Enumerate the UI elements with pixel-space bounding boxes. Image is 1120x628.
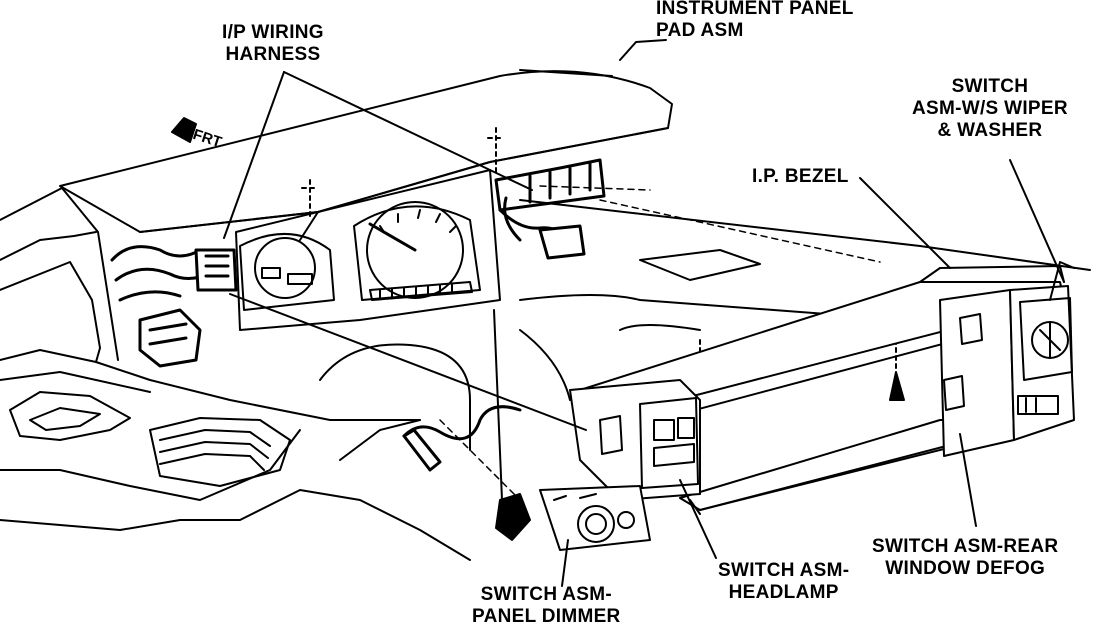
right-dash-surface [519,199,1091,401]
label-panel-dimmer-switch: SWITCH ASM- PANEL DIMMER [472,584,621,628]
label-ip-wiring-harness: I/P WIRING HARNESS [222,22,324,66]
label-headlamp-switch: SWITCH ASM- HEADLAMP [718,560,849,604]
dimmer-wire [402,405,522,472]
label-line: ASM-W/S WIPER [912,98,1068,119]
center-harness-connectors [494,158,606,260]
label-wiper-switch: SWITCH ASM-W/S WIPER & WASHER [912,76,1068,142]
label-line: I/P WIRING [222,22,324,43]
label-line: HEADLAMP [728,582,839,603]
label-line: PAD ASM [656,20,744,41]
label-line: & WASHER [937,120,1043,141]
label-line: WINDOW DEFOG [885,558,1046,579]
label-line: HARNESS [225,44,321,65]
label-line: SWITCH ASM- [480,584,612,605]
instrument-panel-pad [59,70,673,241]
label-line: I.P. BEZEL [752,166,849,187]
label-instrument-panel-pad: INSTRUMENT PANEL PAD ASM [656,0,854,42]
label-ip-bezel: I.P. BEZEL [752,166,849,188]
label-line: INSTRUMENT PANEL [656,0,854,19]
label-line: SWITCH [951,76,1029,97]
label-line: SWITCH ASM-REAR [872,536,1059,557]
front-arrow-icon [171,117,197,143]
instrument-cluster [235,169,501,331]
label-line: PANEL DIMMER [472,606,621,627]
left-harness-connectors [110,245,238,368]
label-rear-defog-switch: SWITCH ASM-REAR WINDOW DEFOG [872,536,1058,580]
left-dash-structure [0,187,471,561]
left-switch-housing [495,379,701,551]
right-switch-housing [939,261,1075,457]
guide-lines [439,185,881,501]
label-line: SWITCH ASM- [718,560,850,581]
leader-lines [223,39,1065,587]
